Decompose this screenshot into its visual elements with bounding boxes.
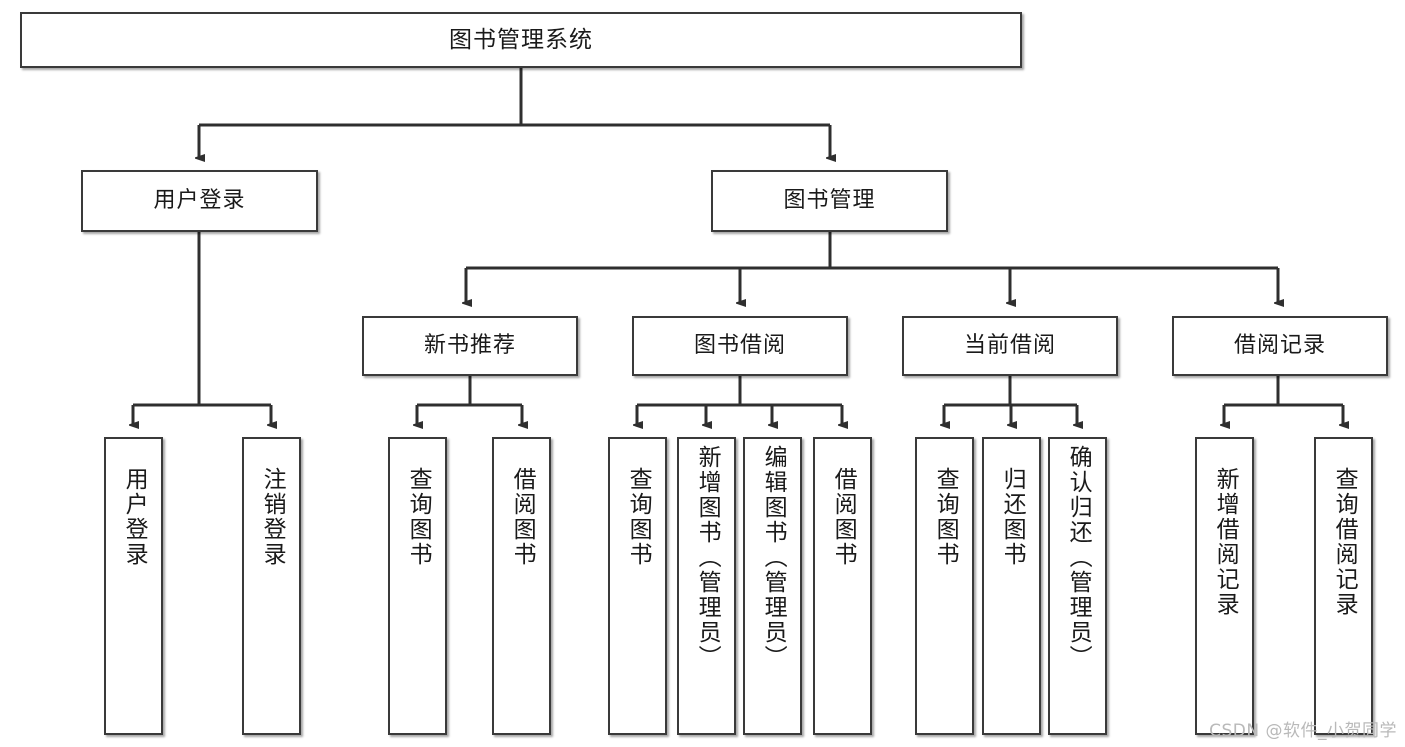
node-label: 新增图书（管理员） <box>694 445 721 670</box>
leaf-borrow-book-recommend[interactable]: 借阅图书 <box>492 437 551 735</box>
leaf-logout-login[interactable]: 注销登录 <box>242 437 301 735</box>
node-label: 用户登录 <box>153 188 246 214</box>
node-label: 图书管理系统 <box>449 26 593 53</box>
leaf-return-book[interactable]: 归还图书 <box>982 437 1041 735</box>
leaf-query-book-recommend[interactable]: 查询图书 <box>388 437 447 735</box>
node-label: 图书管理 <box>783 188 876 214</box>
node-book-management-system[interactable]: 图书管理系统 <box>20 12 1022 68</box>
leaf-query-borrow-record[interactable]: 查询借阅记录 <box>1314 437 1373 735</box>
leaf-confirm-return[interactable]: 确认归还（管理员） <box>1048 437 1107 735</box>
node-label: 当前借阅 <box>963 333 1056 359</box>
leaf-query-book-current[interactable]: 查询图书 <box>915 437 974 735</box>
leaf-query-book-borrow[interactable]: 查询图书 <box>608 437 667 735</box>
node-label: 借阅图书 <box>509 467 536 567</box>
node-label: 注销登录 <box>259 467 286 567</box>
node-borrow-record[interactable]: 借阅记录 <box>1172 316 1388 376</box>
node-label: 编辑图书（管理员） <box>760 445 787 670</box>
leaf-add-book[interactable]: 新增图书（管理员） <box>677 437 736 735</box>
node-label: 归还图书 <box>999 467 1026 567</box>
node-label: 查询借阅记录 <box>1331 467 1358 617</box>
leaf-add-borrow-record[interactable]: 新增借阅记录 <box>1195 437 1254 735</box>
node-label: 确认归还（管理员） <box>1065 445 1092 670</box>
node-label: 借阅记录 <box>1233 333 1326 359</box>
node-label: 新增借阅记录 <box>1212 467 1239 617</box>
node-label: 新书推荐 <box>423 333 516 359</box>
node-label: 查询图书 <box>932 467 959 567</box>
node-user-login[interactable]: 用户登录 <box>81 170 318 232</box>
node-label: 图书借阅 <box>693 333 786 359</box>
node-book-management[interactable]: 图书管理 <box>711 170 948 232</box>
node-label: 查询图书 <box>625 467 652 567</box>
node-label: 借阅图书 <box>830 467 857 567</box>
node-label: 查询图书 <box>405 467 432 567</box>
node-current-borrow[interactable]: 当前借阅 <box>902 316 1118 376</box>
node-book-borrow[interactable]: 图书借阅 <box>632 316 848 376</box>
leaf-borrow-book[interactable]: 借阅图书 <box>813 437 872 735</box>
leaf-edit-book[interactable]: 编辑图书（管理员） <box>743 437 802 735</box>
node-new-book-recommend[interactable]: 新书推荐 <box>362 316 578 376</box>
node-label: 用户登录 <box>121 467 148 567</box>
leaf-user-login[interactable]: 用户登录 <box>104 437 163 735</box>
